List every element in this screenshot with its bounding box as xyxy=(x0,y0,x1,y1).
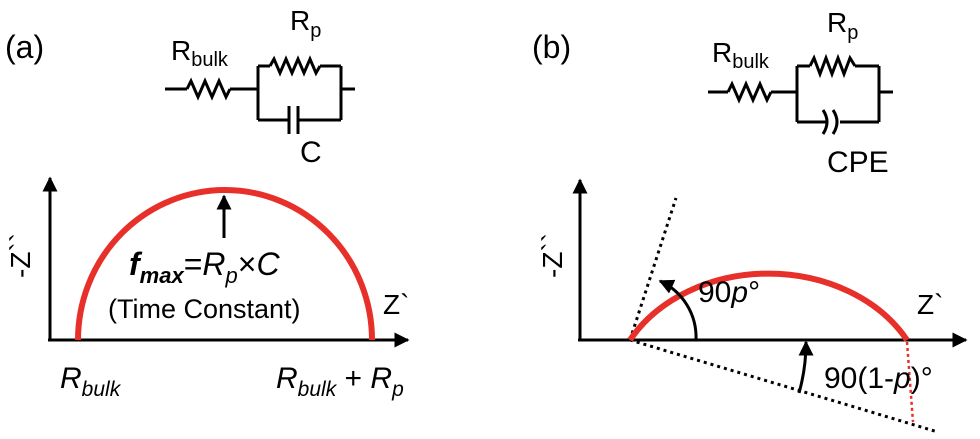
angle-arc-90-1-p xyxy=(797,340,814,394)
y-axis-label-a: -Z`` xyxy=(5,233,36,278)
fmax-equation: fmax=Rp×C xyxy=(129,246,280,288)
cpe-right-plate-icon xyxy=(831,109,839,135)
depressed-arc-b xyxy=(627,270,910,342)
label-r-bulk-a: Rbulk xyxy=(171,35,229,71)
cpe-left-plate-icon xyxy=(821,109,829,135)
x-right-label-a: Rbulk + Rp xyxy=(276,362,404,401)
circuit-b xyxy=(708,53,893,135)
x-left-label-a: Rbulk xyxy=(60,362,122,401)
panel-b: (b) Rbulk Rp CPE -Z`` Z` xyxy=(532,7,968,434)
time-constant-label: (Time Constant) xyxy=(108,294,301,324)
angle-90-1-p-label: 90(1-p)° xyxy=(824,362,933,395)
tangent-dotted-line xyxy=(628,197,678,341)
tilted-axis-dotted-line xyxy=(629,338,939,434)
label-r-bulk-b: Rbulk xyxy=(712,37,770,73)
angle-arc-90p xyxy=(658,279,698,341)
label-r-p-b: Rp xyxy=(827,7,858,44)
drop-dotted-line xyxy=(905,341,915,423)
y-axis-label-b: -Z`` xyxy=(537,233,568,278)
x-axis-label-b: Z` xyxy=(917,289,943,320)
panel-a: (a) Rbulk Rp C -Z`` Z` fmax=Rp×C xyxy=(5,5,410,401)
resistor-bulk-a-icon xyxy=(185,77,232,101)
panel-b-label: (b) xyxy=(532,29,571,65)
label-c: C xyxy=(300,136,322,169)
angle-90p-label: 90p° xyxy=(698,276,760,309)
label-cpe: CPE xyxy=(827,146,889,179)
resistor-bulk-b-icon xyxy=(726,80,773,104)
resistor-p-b-icon xyxy=(808,53,857,79)
resistor-p-a-icon xyxy=(268,55,322,77)
label-r-p-a: Rp xyxy=(290,5,321,42)
circuit-a xyxy=(165,55,355,134)
panel-a-label: (a) xyxy=(5,29,44,65)
x-axis-label-a: Z` xyxy=(383,289,409,320)
semicircle-arc-a xyxy=(75,187,375,341)
